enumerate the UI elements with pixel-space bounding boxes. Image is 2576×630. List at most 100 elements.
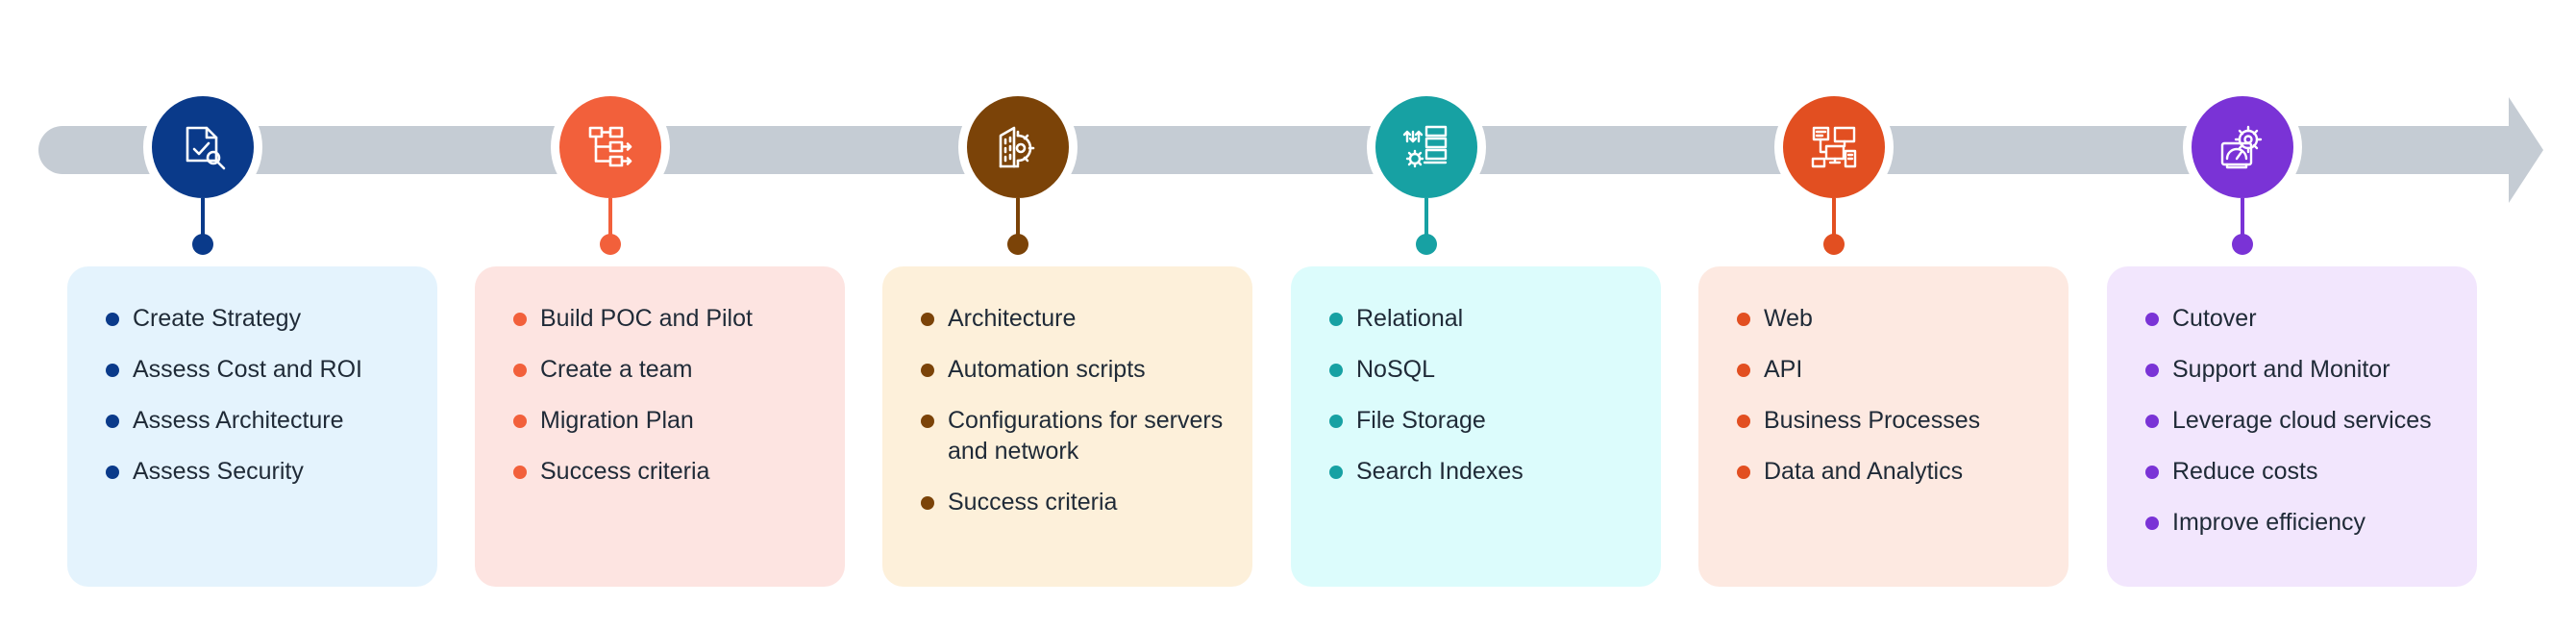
bullet-dot [106,415,119,428]
list-item-assess-cost-and-roi: Assess Cost and ROI [106,354,437,385]
list-item-nosql: NoSQL [1329,354,1661,385]
connector-line [1016,198,1020,240]
bullet-dot [2145,364,2159,377]
bullet-dot [1737,313,1750,326]
list-item-label: Support and Monitor [2172,356,2390,383]
connector-dot [2232,234,2253,255]
strategy-document-icon [152,96,254,198]
bullet-dot [1329,415,1343,428]
bullet-dot [513,364,527,377]
bullet-dot [921,415,934,428]
list-item-business-processes: Business Processes [1737,405,2068,436]
list-item-success-criteria: Success criteria [921,487,1252,517]
dashboard-gear-icon [2192,96,2293,198]
list-item-migration-plan: Migration Plan [513,405,845,436]
list-item-label: Automation scripts [948,356,1146,383]
list-item-label: Business Processes [1764,407,1981,434]
list-item-label: Leverage cloud services [2172,407,2432,434]
list-item-label: Cutover [2172,305,2257,332]
list-item-support-and-monitor: Support and Monitor [2145,354,2477,385]
list-item-label: Assess Architecture [133,407,344,434]
list-item-label: Assess Cost and ROI [133,356,362,383]
connector-line [1832,198,1836,240]
list-item-label: Reduce costs [2172,458,2318,485]
list-item-label: Migration Plan [540,407,694,434]
list-item-cutover: Cutover [2145,303,2477,334]
bullet-dot [513,466,527,479]
list-item-label: Data and Analytics [1764,458,1964,485]
list-item-architecture: Architecture [921,303,1252,334]
list-item-automation-scripts: Automation scripts [921,354,1252,385]
database-transfer-icon [1375,96,1477,198]
list-item-label: File Storage [1356,407,1486,434]
bullet-dot [106,313,119,326]
timeline-arrow-shaft [38,126,2518,174]
bullet-dot [513,313,527,326]
connector-line [201,198,205,240]
bullet-dot [921,364,934,377]
bullet-dot [1329,313,1343,326]
list-item-label: Build POC and Pilot [540,305,753,332]
list-item-api: API [1737,354,2068,385]
connector-line [608,198,612,240]
list-item-assess-architecture: Assess Architecture [106,405,437,436]
bullet-dot [106,466,119,479]
list-item-label: Create Strategy [133,305,302,332]
connector-line [1424,198,1428,240]
list-item-label: Create a team [540,356,693,383]
bullet-dot [106,364,119,377]
list-item-improve-efficiency: Improve efficiency [2145,507,2477,538]
timeline-arrow-head [2509,97,2543,203]
list-item-label: Relational [1356,305,1464,332]
building-gear-icon [967,96,1069,198]
list-item-label: Configurations for servers and network [948,407,1224,465]
bullet-dot [1329,364,1343,377]
list-item-label: Assess Security [133,458,304,485]
bullet-dot [2145,313,2159,326]
list-item-label: Web [1764,305,1813,332]
list-item-create-a-team: Create a team [513,354,845,385]
bullet-dot [921,313,934,326]
list-item-relational: Relational [1329,303,1661,334]
bullet-dot [1737,364,1750,377]
list-item-label: API [1764,356,1803,383]
list-item-data-and-analytics: Data and Analytics [1737,456,2068,487]
bullet-dot [2145,466,2159,479]
list-item-assess-security: Assess Security [106,456,437,487]
list-item-search-indexes: Search Indexes [1329,456,1661,487]
list-item-label: NoSQL [1356,356,1435,383]
bullet-dot [2145,415,2159,428]
list-item-label: Search Indexes [1356,458,1523,485]
list-item-configurations-for-servers-and-network: Configurations for servers and network [921,405,1252,466]
connector-dot [1416,234,1437,255]
list-item-create-strategy: Create Strategy [106,303,437,334]
connector-dot [600,234,621,255]
connector-dot [192,234,213,255]
list-item-label: Success criteria [948,489,1118,516]
list-item-label: Architecture [948,305,1077,332]
connector-dot [1007,234,1028,255]
list-item-build-poc-and-pilot: Build POC and Pilot [513,303,845,334]
list-item-reduce-costs: Reduce costs [2145,456,2477,487]
bullet-dot [1329,466,1343,479]
list-item-success-criteria: Success criteria [513,456,845,487]
flowchart-icon [559,96,661,198]
list-item-file-storage: File Storage [1329,405,1661,436]
bullet-dot [513,415,527,428]
bullet-dot [2145,517,2159,530]
list-item-label: Improve efficiency [2172,509,2366,536]
list-item-label: Success criteria [540,458,710,485]
bullet-dot [1737,466,1750,479]
